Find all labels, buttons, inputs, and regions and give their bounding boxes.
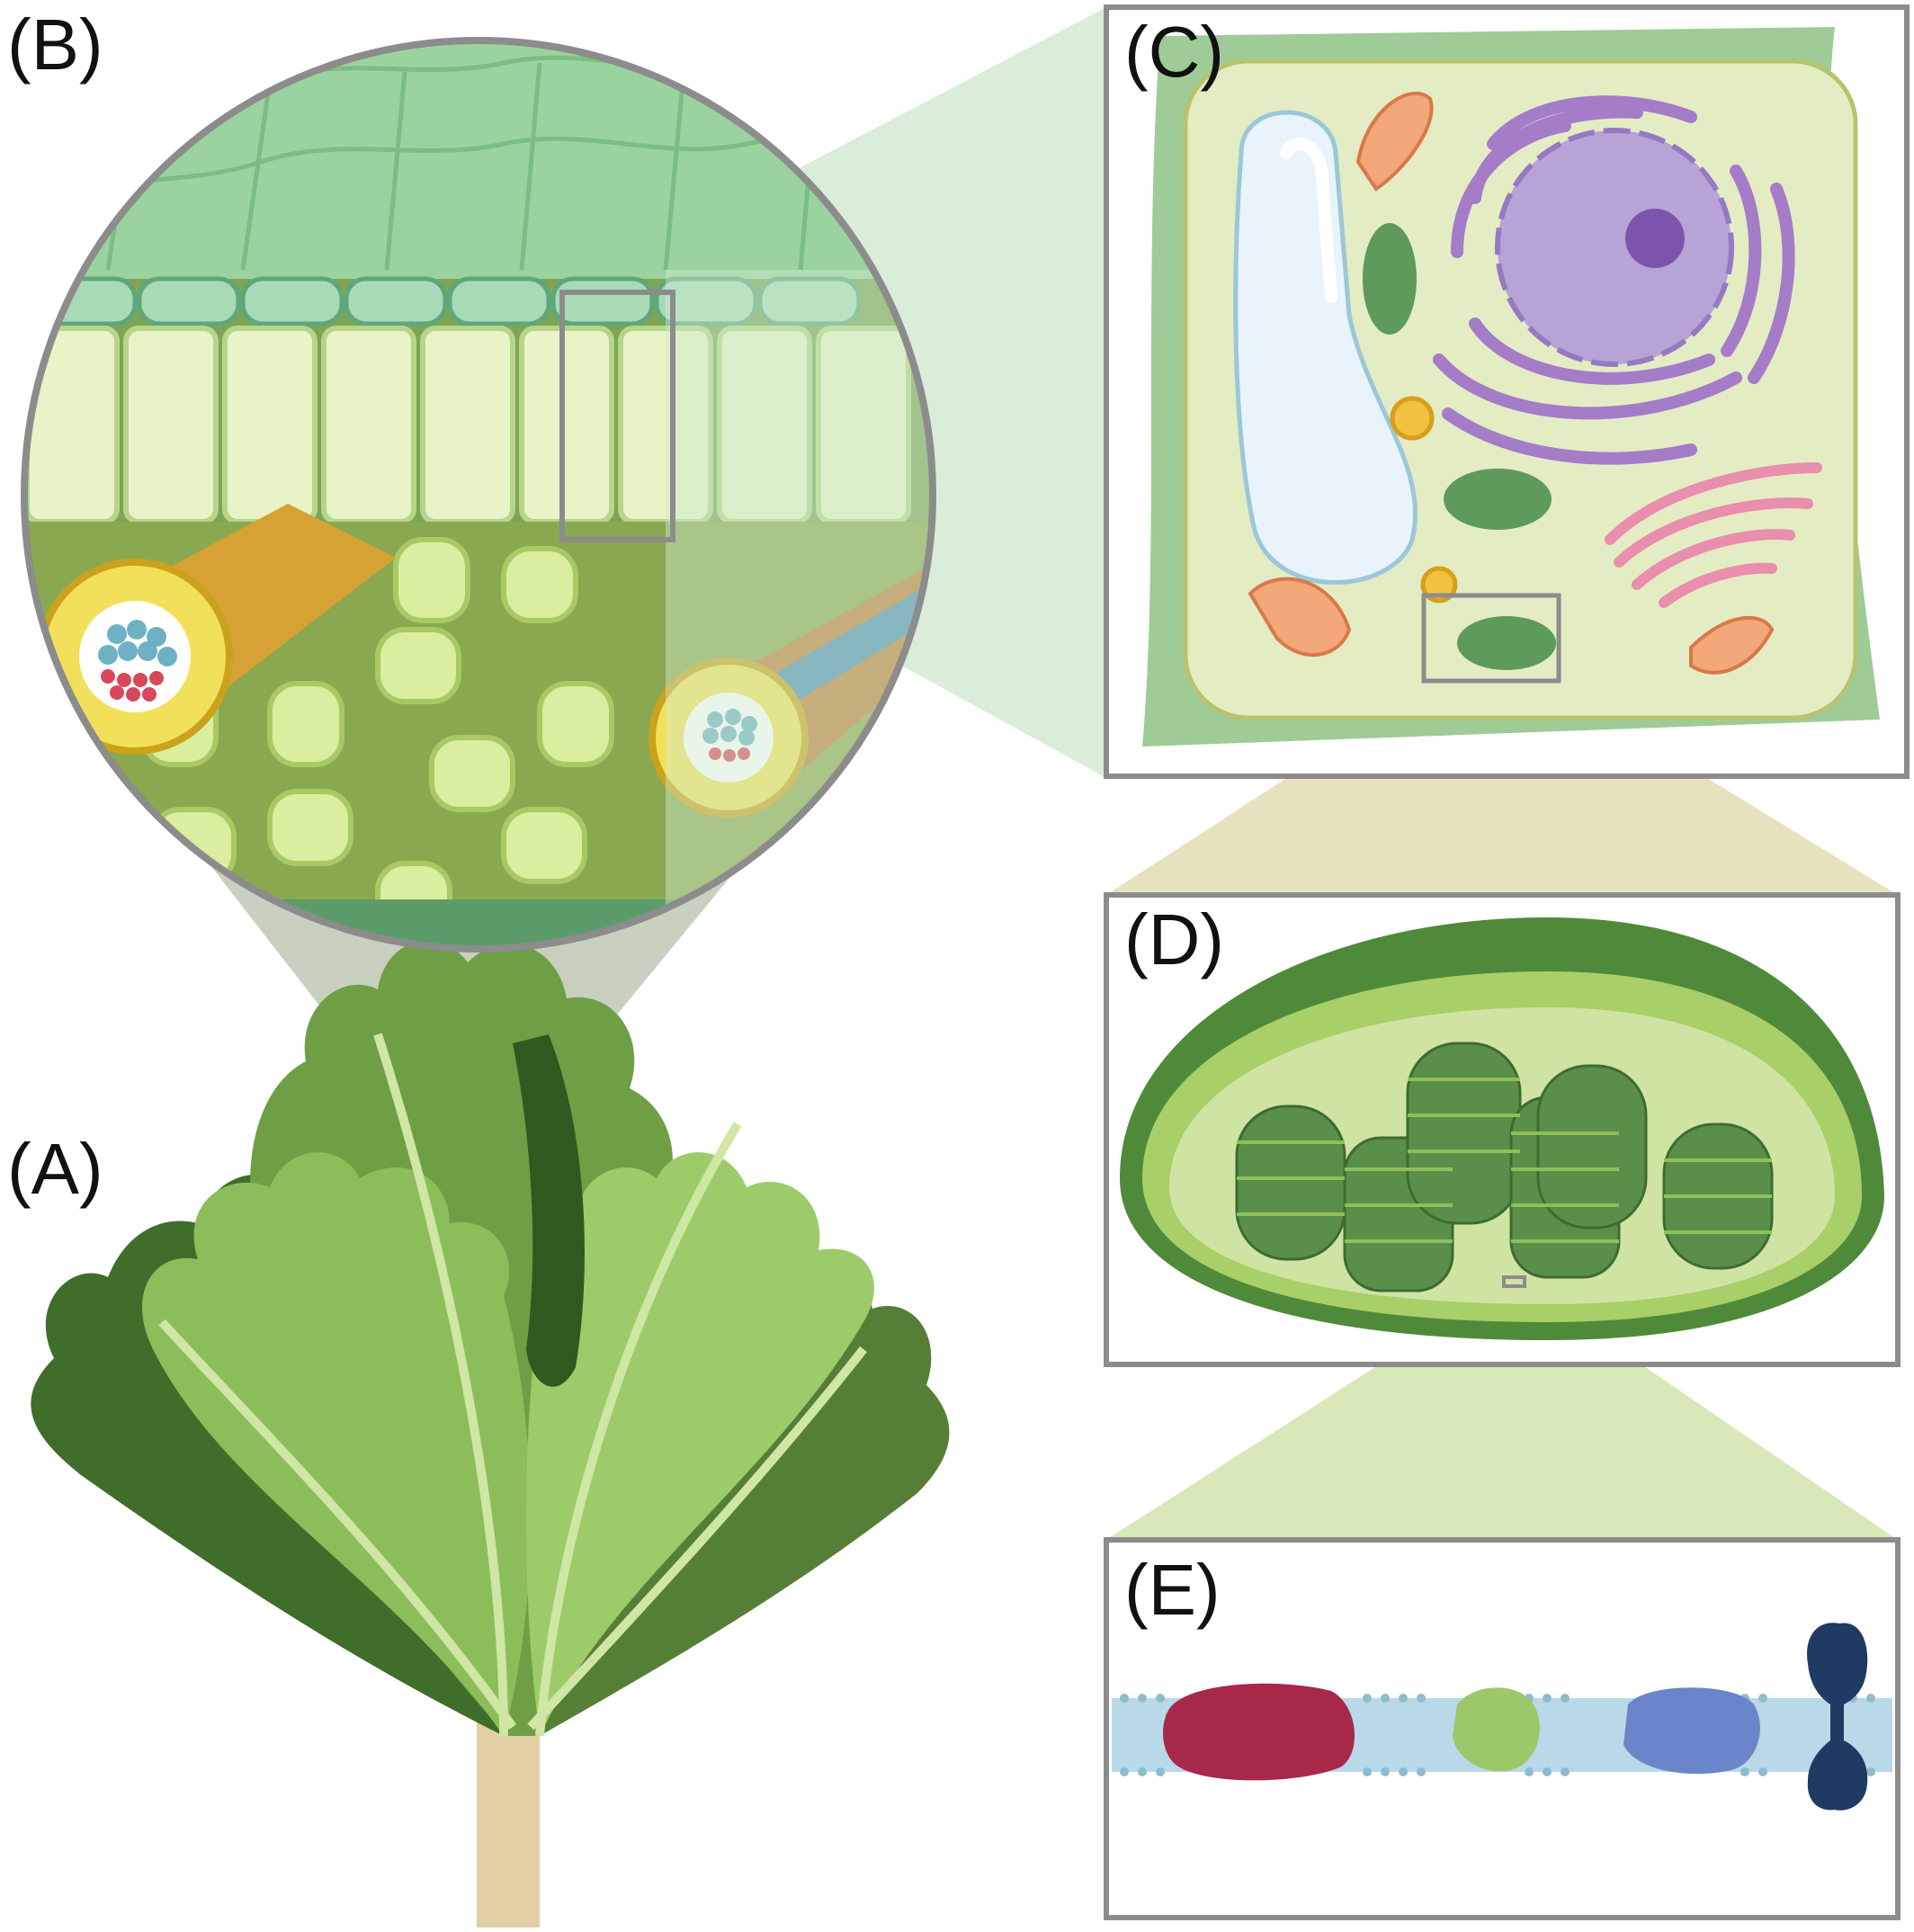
zoom-box-d	[1502, 1275, 1526, 1288]
panel-label-d: (D)	[1124, 899, 1225, 979]
zoom-box-c	[1421, 593, 1561, 684]
golgi-apparatus	[1605, 462, 1822, 608]
zoom-box-b	[559, 290, 675, 542]
callout-d-to-e	[1106, 1284, 1898, 1540]
panel-label-b: (B)	[7, 4, 103, 85]
panel-label-a-text: (A)	[7, 1129, 103, 1209]
vascular-bundle-right	[648, 558, 933, 818]
mitochondria	[1248, 91, 1775, 675]
protein-complex-red	[1163, 1683, 1355, 1781]
panel-label-e: (E)	[1124, 1550, 1221, 1630]
atp-synthase	[1807, 1623, 1868, 1811]
protein-complex-blue	[1623, 1687, 1760, 1775]
chloroplasts	[1363, 223, 1556, 670]
lettuce-icon	[31, 941, 950, 1928]
chloroplast-icon	[1120, 917, 1884, 1340]
panel-label-c: (C)	[1124, 12, 1225, 92]
leaf-cross-section-icon	[24, 40, 933, 949]
vacuole	[1233, 110, 1418, 585]
thylakoid-membrane-icon	[1112, 1623, 1892, 1811]
callout-c-to-d	[1106, 688, 1898, 895]
nucleus	[1495, 128, 1734, 367]
protein-complex-green	[1453, 1687, 1540, 1772]
endoplasmic-reticulum	[1433, 95, 1795, 465]
vascular-bundle-left	[37, 504, 396, 755]
panel-b-frame	[21, 37, 936, 953]
plant-cell-icon	[1142, 27, 1880, 747]
nucleolus	[1625, 209, 1685, 268]
